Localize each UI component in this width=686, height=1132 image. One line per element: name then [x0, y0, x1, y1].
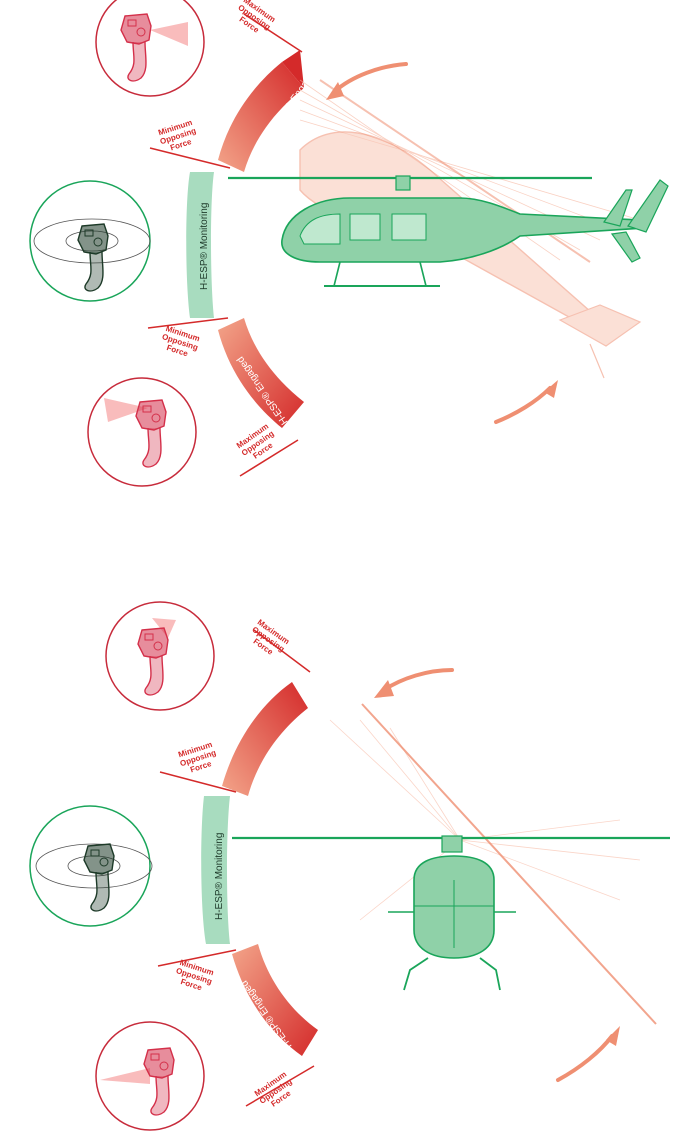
engaged-band-lower — [218, 318, 304, 428]
bottom-diagram: H-ESP® Engaged H-ESP® Monitoring H-ESP® … — [30, 602, 670, 1130]
engaged-band-bottom-lower — [232, 944, 318, 1056]
neutral-circle-bottom — [30, 806, 152, 926]
min-force-label-bottom-upper: Minimum Opposing Force — [176, 740, 220, 777]
pitch-down-circle — [88, 378, 196, 486]
roll-left-circle — [106, 602, 214, 710]
min-force-label-top-lower: Minimum Opposing Force — [158, 324, 202, 361]
min-force-label-top-upper: Minimum Opposing Force — [156, 118, 200, 155]
cyclic-stick-icon — [138, 628, 168, 695]
cyclic-stick-icon — [84, 844, 114, 911]
curved-arrow-head-3 — [374, 680, 394, 698]
neutral-circle — [30, 181, 150, 301]
rolled-rotor-ghost — [362, 704, 656, 1024]
max-force-label-bottom-upper: Maximum Opposing Force — [245, 618, 291, 662]
top-diagram: H-ESP® Engaged H-ESP® Monitoring H-ESP® … — [30, 0, 668, 486]
cyclic-stick-icon — [121, 14, 151, 81]
engaged-band-upper — [218, 62, 304, 172]
max-force-label-top-lower: Maximum Opposing Force — [235, 421, 281, 465]
cyclic-stick-icon — [136, 400, 166, 467]
max-force-label-top-upper: Maximum Opposing Force — [231, 0, 277, 39]
min-force-label-bottom-lower: Minimum Opposing Force — [172, 958, 216, 995]
roll-right-circle — [96, 1022, 204, 1130]
curved-arrow-head-2 — [544, 380, 558, 398]
curved-arrow-icon-3 — [384, 670, 452, 690]
monitoring-label-bottom: H-ESP® Monitoring — [214, 833, 225, 920]
pitch-up-circle — [96, 0, 204, 96]
max-force-label-bottom-lower: Maximum Opposing Force — [253, 1069, 299, 1113]
curved-arrow-icon-4 — [558, 1036, 612, 1080]
curved-arrow-icon-2 — [496, 388, 550, 422]
cyclic-stick-icon — [78, 224, 108, 291]
monitoring-label-top: H-ESP® Monitoring — [199, 203, 210, 290]
curved-arrow-icon — [334, 64, 406, 92]
